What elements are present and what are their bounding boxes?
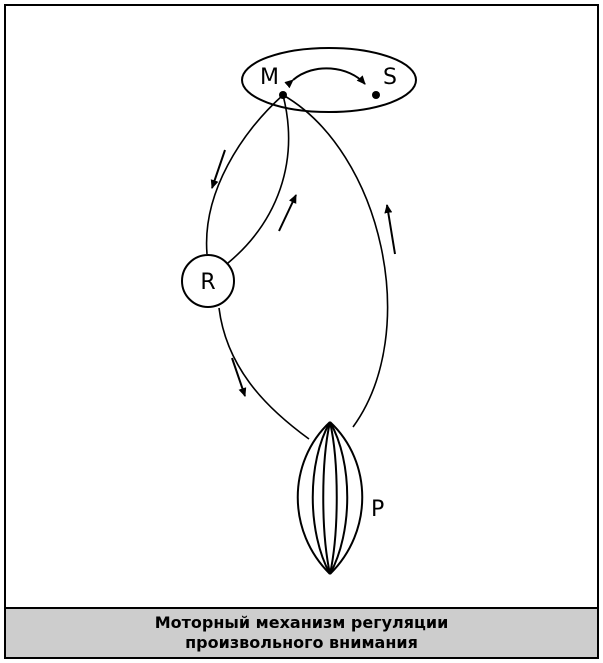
label-r: R <box>200 270 215 295</box>
path-r-to-p <box>219 308 309 439</box>
label-p: P <box>371 497 384 522</box>
figure-frame: M S R P Моторный механизм регуляции прои… <box>4 4 599 659</box>
muscle-p <box>298 422 363 574</box>
arrow-up-right <box>387 205 395 254</box>
path-m-to-p <box>283 95 388 427</box>
diagram: M S R P <box>6 6 597 607</box>
caption-bar: Моторный механизм регуляции произвольног… <box>6 607 597 657</box>
m-s-double-arrow <box>293 68 365 84</box>
arrow-down-lower <box>232 358 245 396</box>
arrow-down-left <box>212 150 225 188</box>
label-s: S <box>383 65 397 90</box>
caption-line-2: произвольного внимания <box>185 633 418 653</box>
arrow-up-inner <box>279 195 296 231</box>
node-s-dot <box>372 91 380 99</box>
label-m: M <box>260 65 279 90</box>
path-m-to-r <box>207 95 283 254</box>
caption-line-1: Моторный механизм регуляции <box>155 613 449 633</box>
